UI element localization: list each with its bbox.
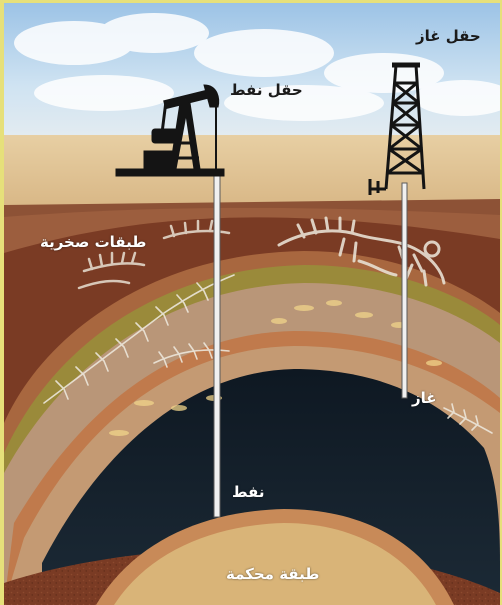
fossil-skeleton-left <box>77 219 231 290</box>
gas-well-pipe <box>401 182 408 399</box>
gas-derrick-icon <box>368 62 426 195</box>
gas-field-label: حقل غاز <box>416 27 481 45</box>
oil-well-pipe <box>213 170 221 518</box>
oil-gas-cross-section <box>4 3 500 605</box>
oil-label: نفط <box>232 483 265 501</box>
cap-rock <box>114 523 436 605</box>
pumpjack-icon <box>115 84 225 177</box>
ground-surface <box>4 135 500 205</box>
cap-rock-label: طبقة محكمة <box>226 565 320 583</box>
rock-layers-label: طبقات صخرية <box>40 233 147 251</box>
gas-label: غاز <box>412 389 437 407</box>
clouds <box>14 13 500 121</box>
fossil-ferns <box>43 274 493 434</box>
oil-field-label: حقل نفط <box>230 81 303 99</box>
